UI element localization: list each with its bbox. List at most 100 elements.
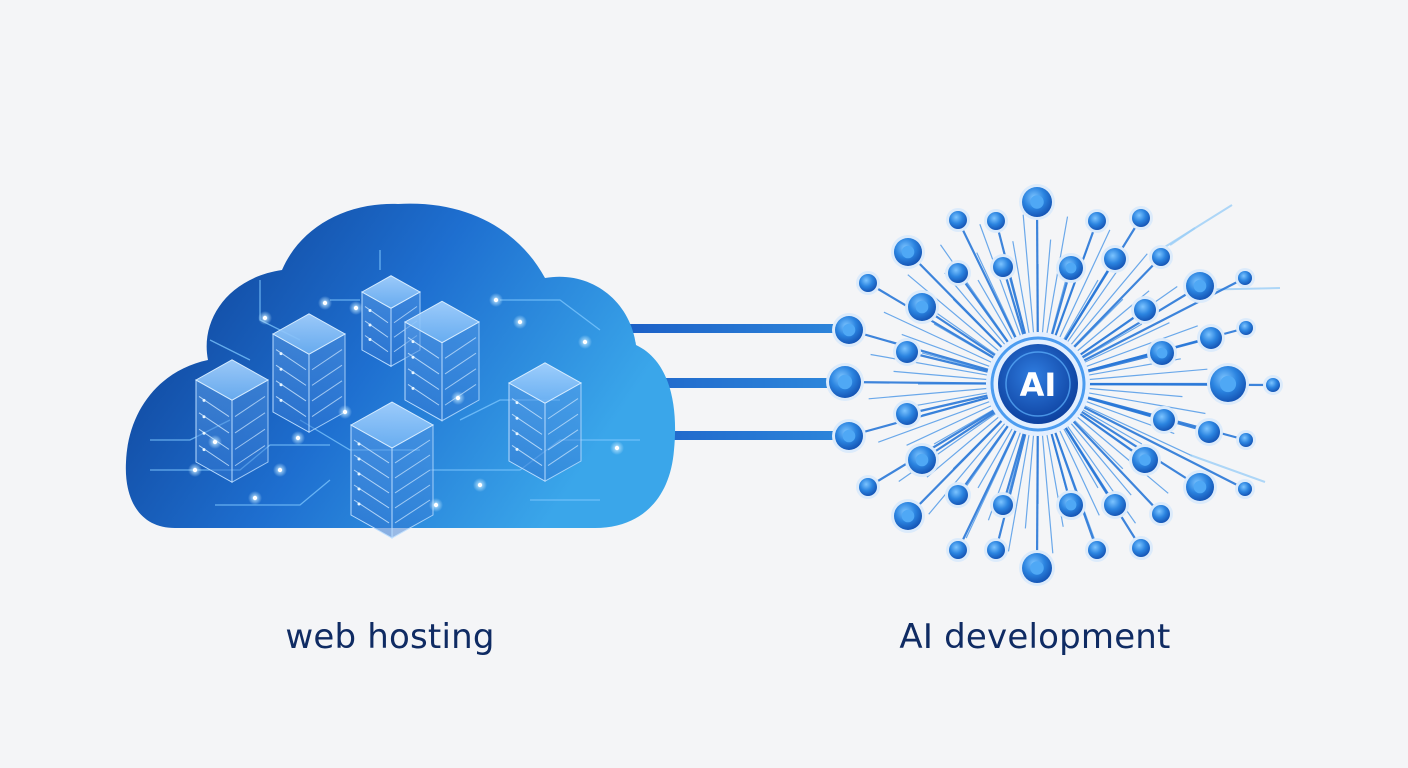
server-led [202, 398, 206, 402]
network-ray [1062, 279, 1099, 341]
server-led [202, 431, 206, 435]
network-ray [901, 333, 992, 368]
circuit-trace [209, 339, 251, 361]
server-slot [364, 335, 389, 353]
server-led [368, 323, 372, 327]
network-ray [933, 408, 995, 445]
server-top [271, 313, 347, 355]
server-slot [234, 412, 266, 434]
network-node [896, 403, 918, 425]
network-ray [1087, 368, 1208, 381]
glow-dot [477, 482, 483, 488]
server-led [411, 355, 415, 359]
circuit-trace [500, 299, 601, 331]
glow-dot [614, 445, 620, 451]
server-slot [394, 484, 431, 509]
server-slot [394, 469, 431, 494]
network-node [987, 212, 1005, 230]
network-ray [883, 311, 993, 364]
glow-dot [192, 467, 198, 473]
network-node-core [1065, 499, 1077, 511]
server-racks [194, 275, 583, 539]
network-node-core [1193, 279, 1207, 293]
network-ray [1087, 392, 1206, 415]
glow-dot [517, 319, 523, 325]
network-node [1104, 248, 1126, 270]
server-led [411, 386, 415, 390]
server-top [507, 362, 583, 404]
server-slot [311, 364, 343, 386]
server-slot [394, 454, 431, 479]
network-ray [1041, 433, 1054, 554]
network-node-core [915, 300, 929, 314]
glow-dot [262, 315, 268, 321]
network-ray [878, 400, 992, 443]
server-led [411, 371, 415, 375]
network-ray [1083, 322, 1170, 364]
network-node-core [901, 245, 915, 259]
server-slot [444, 368, 477, 390]
network-ray [1024, 433, 1035, 529]
network-ray [1012, 241, 1030, 335]
glow-dot [455, 395, 461, 401]
network-node [859, 274, 877, 292]
network-nodes [826, 184, 1283, 586]
network-node [1153, 409, 1175, 431]
network-ray [906, 404, 993, 446]
server-slot [444, 337, 477, 359]
server-slot [394, 439, 431, 464]
server-slot [234, 428, 266, 450]
glow-dot [322, 300, 328, 306]
network-ray [1072, 418, 1124, 470]
glow-dot [277, 467, 283, 473]
network-node [949, 211, 967, 229]
server-slot [311, 380, 343, 402]
server-rack [349, 401, 435, 539]
network-ray [1087, 387, 1183, 398]
network-node [993, 495, 1013, 515]
server-top [194, 359, 270, 401]
server-led [279, 352, 283, 356]
network-node [1238, 482, 1252, 496]
network-ray [1041, 239, 1052, 335]
server-rack [507, 362, 583, 483]
glow-dot [582, 339, 588, 345]
server-led [357, 472, 361, 476]
network-node [1200, 327, 1222, 349]
server-led [202, 448, 206, 452]
network-node [1266, 378, 1280, 392]
network-ray [1081, 323, 1143, 360]
network-ray [928, 421, 1007, 515]
network-ray [1083, 404, 1193, 457]
network-node-core [1030, 195, 1044, 209]
network-node [1104, 494, 1126, 516]
network-node-core [1139, 454, 1151, 466]
glow-dot [433, 502, 439, 508]
server-led [202, 415, 206, 419]
network-node [1198, 421, 1220, 443]
accent-ray [1159, 204, 1233, 251]
server-slot [394, 499, 431, 524]
server-rack [271, 313, 347, 434]
network-ray [977, 279, 1014, 341]
server-slot [444, 352, 477, 375]
network-ray [1069, 253, 1148, 347]
network-node-core [915, 453, 929, 467]
connection-line-middle [560, 378, 832, 388]
server-top [403, 300, 481, 344]
network-node-core [1030, 561, 1044, 575]
network-ray [977, 427, 1014, 489]
network-ray [868, 387, 989, 400]
glow-dot [353, 305, 359, 311]
network-node [1239, 433, 1253, 447]
circuit-trace [215, 479, 331, 506]
network-node [948, 263, 968, 283]
server-top [349, 401, 435, 449]
ai-hub: AI [986, 332, 1090, 436]
ai-development-label: AI development [899, 617, 1171, 657]
server-top [360, 275, 422, 309]
server-led [515, 416, 519, 420]
network-ray [1058, 429, 1100, 516]
network-ray [1081, 408, 1143, 445]
